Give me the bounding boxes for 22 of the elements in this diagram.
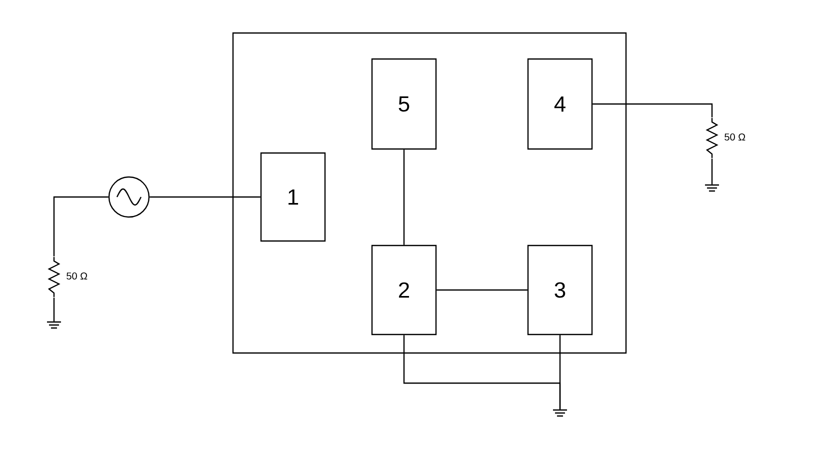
resistance-label: 50 Ω: [66, 272, 88, 280]
numbered-box: 5: [371, 58, 437, 150]
ground-symbol: [46, 321, 62, 329]
wire: [53, 196, 108, 256]
numbered-box: 1: [260, 152, 326, 242]
wire: [436, 289, 528, 291]
numbered-box: 4: [527, 58, 593, 150]
numbered-box: 3: [527, 244, 593, 336]
numbered-box: 2: [371, 244, 437, 336]
wire: [403, 150, 405, 245]
ground-symbol: [552, 409, 568, 417]
ground-symbol: [704, 184, 720, 192]
wire: [559, 335, 561, 410]
resistance-label: 50 Ω: [724, 133, 746, 141]
wire: [53, 298, 55, 322]
enclosure-box: [232, 32, 627, 354]
ac-source-symbol: [108, 176, 150, 218]
wire: [711, 158, 713, 184]
wire: [592, 103, 713, 118]
resistor-symbol: [48, 257, 60, 297]
wire: [150, 196, 260, 198]
resistor-symbol: [706, 118, 718, 158]
